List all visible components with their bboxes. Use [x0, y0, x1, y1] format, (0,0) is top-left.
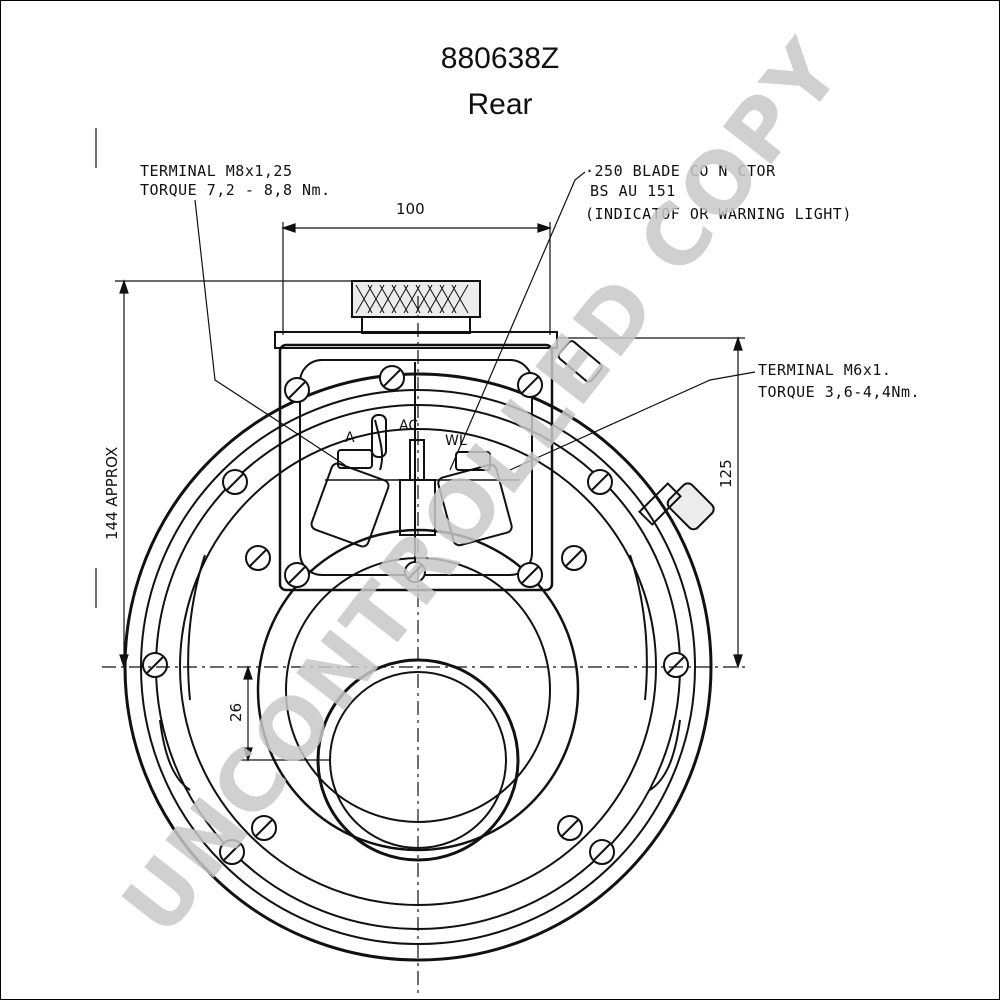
screw-box-tc: [379, 365, 405, 391]
note-blade-line1: ·250 BLADE CO N CTOR: [585, 162, 776, 180]
screw-box-bl: [284, 562, 310, 588]
label-terminal-wl: WL: [445, 433, 467, 449]
screw-housing-l1: [222, 469, 248, 495]
cap-stem: [361, 316, 471, 334]
rib-right: [629, 554, 648, 701]
knurl-pattern: [355, 284, 469, 314]
terminal-a-nut: [337, 449, 373, 469]
side-plug-body: [557, 340, 603, 383]
screw-housing-bl2: [219, 839, 245, 865]
dim-width-100: 100: [396, 200, 425, 218]
screw-housing-bl: [251, 815, 277, 841]
dim-height-125: 125: [717, 459, 735, 488]
screw-housing-r3: [663, 652, 689, 678]
capacitor: [371, 414, 387, 458]
part-number-title: 880638Z: [440, 42, 560, 75]
dim-100-arrow-left: [281, 223, 296, 233]
dim-125-arrow-top: [733, 336, 743, 351]
terminal-wl-nut: [455, 451, 491, 471]
side-plug-stem: [638, 482, 682, 526]
screw-box-tl: [284, 377, 310, 403]
dim-125-arrow-bottom: [733, 654, 743, 669]
terminal-a-body: [310, 462, 390, 548]
dim-100-arrow-right: [537, 223, 552, 233]
dim-144-arrow-top: [119, 279, 129, 294]
note-terminal-small-line1: TERMINAL M6x1.: [758, 361, 891, 379]
screw-housing-l2: [245, 545, 271, 571]
housing-outer: [123, 372, 713, 962]
note-terminal-small-line2: TORQUE 3,6-4,4Nm.: [758, 383, 920, 401]
note-blade-line2: BS AU 151: [590, 182, 676, 200]
screw-housing-br: [557, 815, 583, 841]
screw-housing-r1: [587, 469, 613, 495]
terminal-wl-body: [437, 463, 513, 547]
dim-height-144: 144 APPROX: [103, 447, 121, 540]
cutout-left: [159, 719, 191, 791]
regulator-box-outer: [278, 343, 554, 592]
cutout-right: [649, 719, 681, 791]
rib-left: [187, 554, 206, 701]
leader-blade: [449, 171, 586, 471]
screw-housing-br2: [589, 839, 615, 865]
note-blade-line3: (INDICATOF OR WARNING LIGHT): [585, 205, 852, 223]
note-terminal-main-line1: TERMINAL M8x1,25: [140, 162, 293, 180]
label-terminal-ac: AC: [399, 418, 418, 434]
lead-wire: [374, 419, 384, 471]
screw-housing-r2: [561, 545, 587, 571]
watermark-text: UNCONTROLLED COPY: [104, 21, 862, 952]
dim-offset-26: 26: [227, 703, 245, 722]
terminal-ac-post: [409, 439, 425, 481]
label-terminal-a: A: [345, 430, 355, 446]
screw-box-br: [517, 562, 543, 588]
screw-cover-center: [404, 561, 426, 583]
note-terminal-main-line2: TORQUE 7,2 - 8,8 Nm.: [140, 181, 331, 199]
dim-26-arrow-top: [243, 665, 253, 680]
dim-144-arrow-bottom: [119, 654, 129, 669]
leader-terminal-main: [194, 199, 346, 466]
view-label: Rear: [467, 88, 533, 121]
leader-terminal-small: [509, 371, 756, 471]
screw-housing-l3: [142, 652, 168, 678]
screw-box-tr: [517, 372, 543, 398]
dim-26-arrow-bottom: [243, 747, 253, 762]
